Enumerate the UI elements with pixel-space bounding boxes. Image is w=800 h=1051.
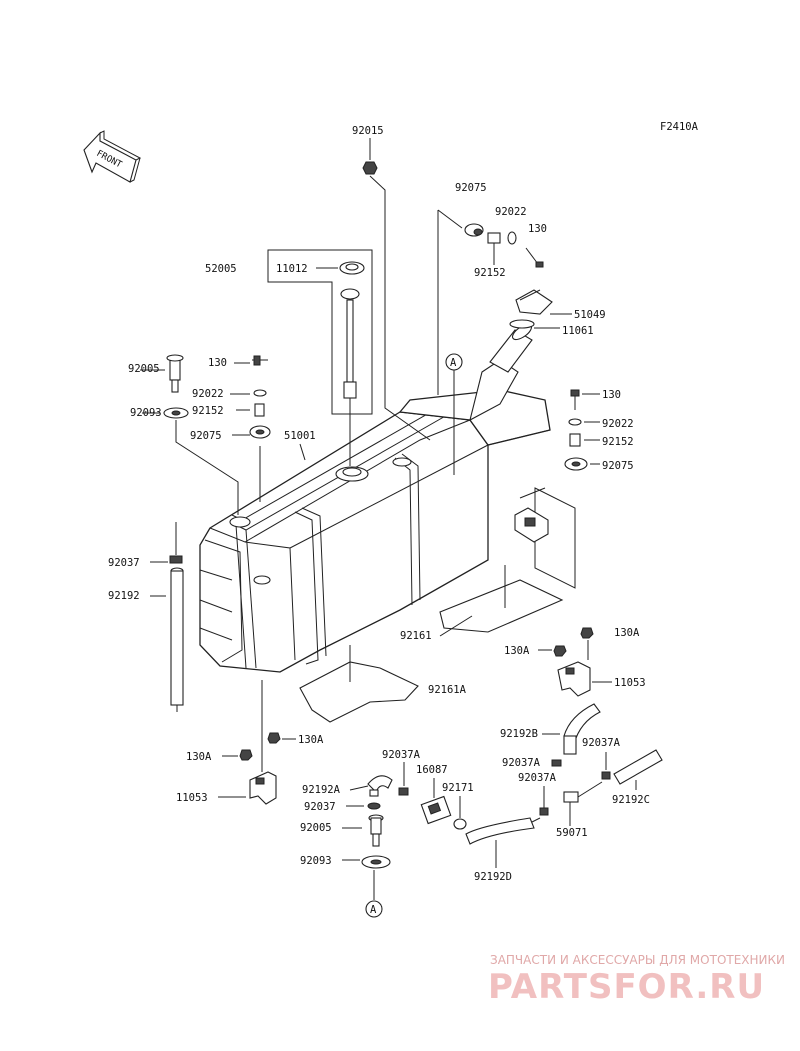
clamp-92037a-r2	[601, 771, 611, 780]
fitting-92005-left	[166, 354, 184, 393]
label-52005: 52005	[205, 263, 237, 275]
label-92037a-r2: 92037A	[582, 737, 621, 749]
label-92192-left: 92192	[108, 590, 140, 602]
fuel-gauge-sender	[340, 288, 360, 399]
washer-92022-left	[253, 389, 267, 397]
cap-51049	[515, 289, 553, 315]
label-92015: 92015	[352, 125, 384, 137]
label-11012: 11012	[276, 263, 308, 275]
joint-59071	[563, 781, 603, 803]
label-92152-right: 92152	[602, 436, 634, 448]
bolt-130-right	[570, 389, 580, 410]
bolt-130a-right-1	[580, 627, 594, 639]
washer-92022-right	[568, 418, 582, 426]
bolt-130a-right-2	[553, 645, 567, 657]
label-92005-left: 92005	[128, 363, 160, 375]
bolt-130a-low-1	[267, 732, 281, 744]
gasket-11061	[509, 319, 535, 329]
washer-92022-top	[507, 231, 517, 245]
label-92075-left: 92075	[190, 430, 222, 442]
label-11053-left: 11053	[176, 792, 208, 804]
plate-92161a	[299, 661, 419, 723]
grommet-92075-right	[564, 457, 588, 471]
label-92161a: 92161A	[428, 684, 467, 696]
hose-92192b	[563, 703, 601, 755]
bolt-130-left	[252, 355, 268, 366]
label-92192d: 92192D	[474, 871, 512, 883]
label-11061: 11061	[562, 325, 594, 337]
bolt-130a-low-2	[239, 749, 253, 761]
label-92075-right: 92075	[602, 460, 634, 472]
label-92022-top: 92022	[495, 206, 527, 218]
grommet-92075-top	[464, 223, 484, 237]
label-11053-right: 11053	[614, 677, 646, 689]
clamp-92037-mid	[367, 802, 381, 810]
bracket-11053-left	[249, 771, 277, 805]
label-92037-mid: 92037	[304, 801, 336, 813]
label-130a-low-2: 130A	[186, 751, 212, 763]
label-130-left: 130	[208, 357, 227, 369]
label-92152-left: 92152	[192, 405, 224, 417]
hose-92192-left	[170, 567, 184, 706]
ref-marker-a-bottom-label: A	[370, 904, 377, 916]
frame-outline	[514, 487, 576, 589]
front-arrow-icon: FRONT	[83, 130, 142, 183]
label-92022-right: 92022	[602, 418, 634, 430]
label-51001: 51001	[284, 430, 316, 442]
diagram-code: F2410A	[660, 121, 699, 133]
label-92152-top: 92152	[474, 267, 506, 279]
ref-marker-a-bottom	[365, 900, 383, 918]
label-130a-right-2: 130A	[504, 645, 530, 657]
gasket-11012	[339, 261, 365, 275]
clamp-92037-left	[169, 555, 183, 564]
label-92192c: 92192C	[612, 794, 650, 806]
label-92037a-mid: 92037A	[382, 749, 421, 761]
label-130-top: 130	[528, 223, 547, 235]
label-92075-top: 92075	[455, 182, 487, 194]
watermark: ЗАПЧАСТИ И АКСЕССУАРЫ ДЛЯ МОТОТЕХНИКИ PA…	[488, 953, 785, 1007]
ref-marker-a-top-label: A	[450, 357, 457, 369]
nut-92015	[362, 161, 378, 175]
grommet-92093-left	[163, 407, 189, 419]
collar-92152-top	[487, 232, 501, 244]
label-92192a: 92192A	[302, 784, 341, 796]
clamp-92037a-mid	[398, 787, 409, 796]
clip-92171	[453, 818, 467, 830]
label-16087: 16087	[416, 764, 448, 776]
hose-92192a	[367, 775, 393, 797]
label-92037a-r1: 92037A	[502, 757, 541, 769]
label-92022-left: 92022	[192, 388, 224, 400]
clamp-92037a-r3	[539, 807, 549, 816]
label-51049: 51049	[574, 309, 606, 321]
label-130a-low-1: 130A	[298, 734, 324, 746]
grommet-92093-mid	[361, 855, 391, 869]
label-92005-mid: 92005	[300, 822, 332, 834]
label-92161: 92161	[400, 630, 432, 642]
label-92171: 92171	[442, 782, 474, 794]
hose-92192c	[613, 749, 663, 785]
clamp-92037a-r1	[551, 759, 562, 767]
label-130-right: 130	[602, 389, 621, 401]
plate-92161	[439, 579, 564, 633]
label-130a-right-1: 130A	[614, 627, 640, 639]
bracket-11053-right	[557, 661, 591, 697]
bolt-130-top	[525, 247, 544, 268]
grommet-92075-left	[249, 425, 271, 439]
fitting-92005-mid	[368, 814, 384, 847]
watermark-logo: PARTSFOR.RU	[488, 967, 765, 1007]
fuel-filter-16087	[420, 795, 452, 825]
hose-92192d	[465, 817, 541, 845]
collar-92152-right	[569, 433, 581, 447]
watermark-tagline: ЗАПЧАСТИ И АКСЕССУАРЫ ДЛЯ МОТОТЕХНИКИ	[490, 953, 785, 967]
label-59071: 59071	[556, 827, 588, 839]
label-92093-mid: 92093	[300, 855, 332, 867]
fuel-tank	[199, 323, 551, 673]
label-92192b: 92192B	[500, 728, 538, 740]
label-92037a-r3: 92037A	[518, 772, 557, 784]
label-92037-left: 92037	[108, 557, 140, 569]
collar-92152-left	[254, 403, 265, 417]
